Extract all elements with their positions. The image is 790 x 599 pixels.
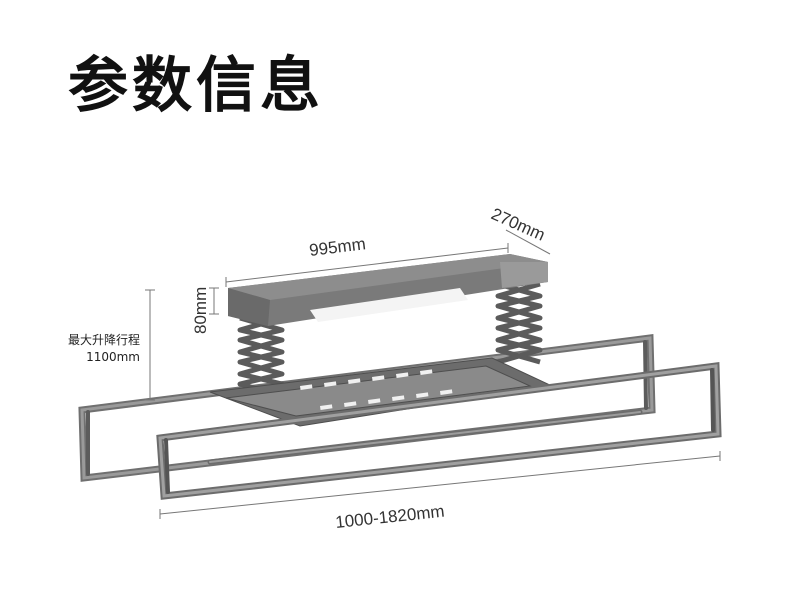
dimension-lines bbox=[145, 229, 721, 519]
lift-range-label: 最大升降行程 1100mm bbox=[54, 332, 140, 367]
light-panel bbox=[310, 288, 468, 322]
extension-dimension: 1000-1820mm bbox=[334, 502, 445, 532]
width-dimension: 270mm bbox=[488, 204, 548, 244]
page-title: 参数信息 bbox=[68, 51, 324, 121]
height-dimension: 80mm bbox=[191, 287, 210, 334]
lift-value-text: 1100mm bbox=[86, 350, 140, 365]
lift-label-text: 最大升降行程 bbox=[67, 333, 140, 347]
length-dimension: 995mm bbox=[308, 234, 367, 260]
front-drying-rack bbox=[156, 362, 722, 500]
right-scissor-arm bbox=[495, 281, 543, 365]
motor-housing bbox=[228, 254, 548, 326]
carriage-frame bbox=[209, 357, 554, 427]
